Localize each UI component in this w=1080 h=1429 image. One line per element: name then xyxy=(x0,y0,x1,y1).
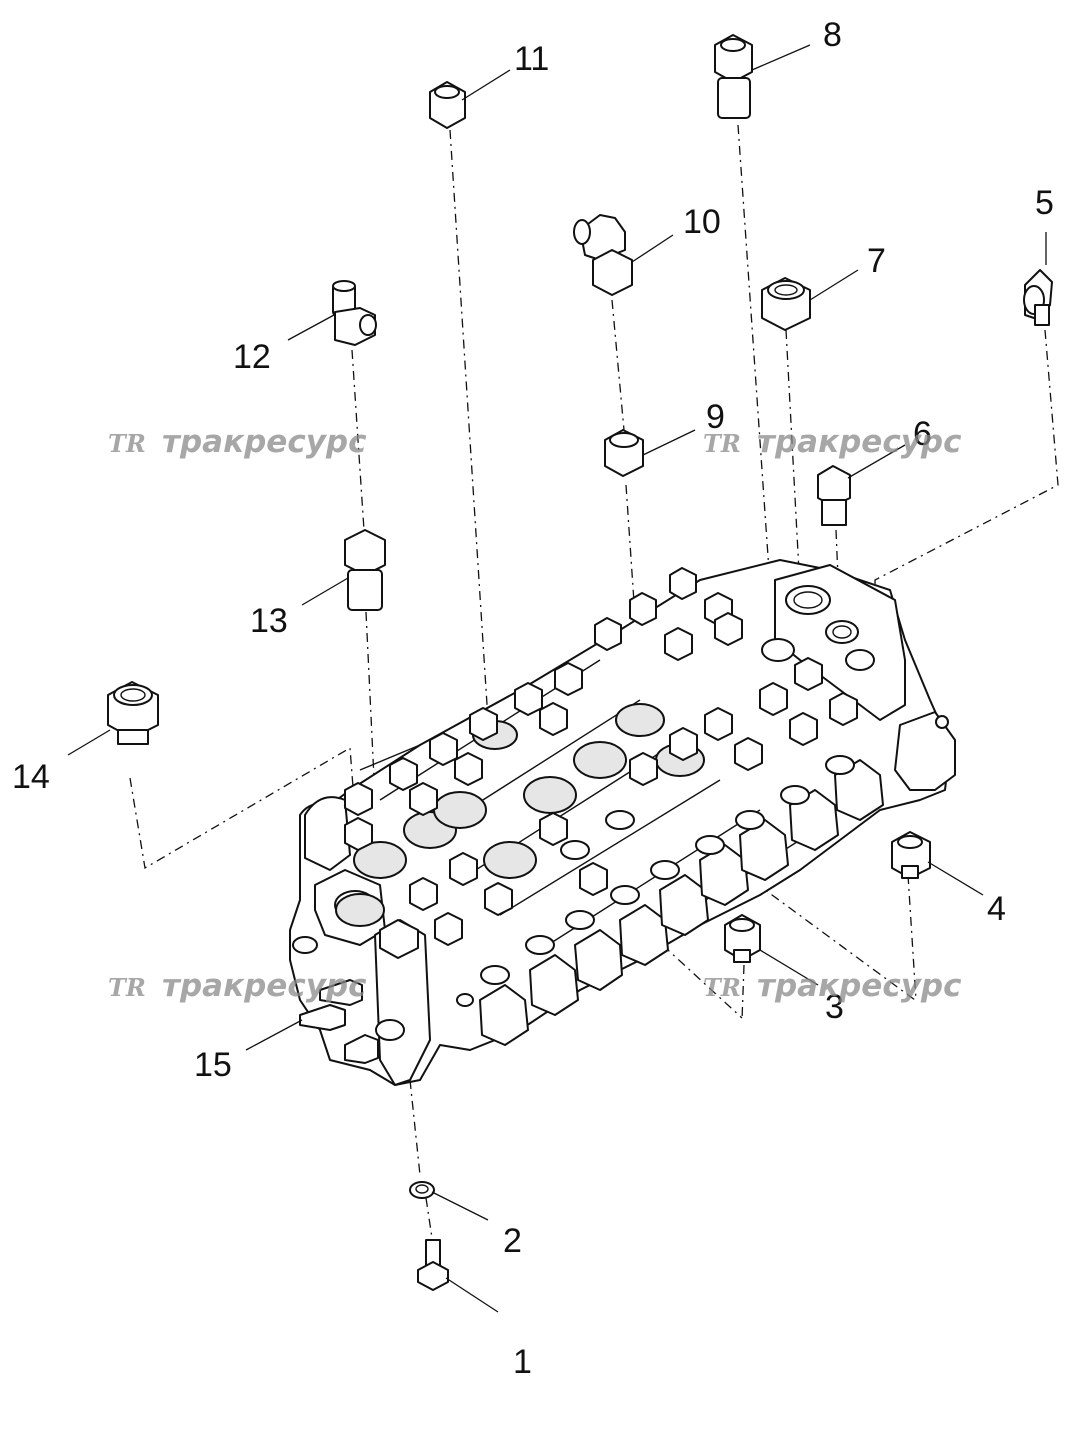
callout-2: 2 xyxy=(503,1222,522,1260)
callout-1: 1 xyxy=(513,1343,532,1381)
watermark-text: тракресурс xyxy=(757,424,962,460)
callout-9: 9 xyxy=(706,398,725,436)
watermark-bottom-left: TR тракресурс xyxy=(108,968,367,1004)
part-14-fitting xyxy=(107,681,159,745)
part-2-washer xyxy=(409,1181,435,1199)
part-3-fitting xyxy=(724,914,761,963)
part-8-sensor xyxy=(714,34,753,119)
callout-labels: 1 2 3 4 5 6 7 8 9 10 11 12 13 14 15 xyxy=(12,16,1054,1381)
part-12-tee-fitting xyxy=(332,280,377,346)
watermark-logo: TR xyxy=(703,429,741,458)
callout-15: 15 xyxy=(194,1046,232,1084)
callout-8: 8 xyxy=(823,16,842,54)
part-7-fitting xyxy=(761,277,811,331)
watermark-text: тракресурс xyxy=(162,424,367,460)
watermark-text: тракресурс xyxy=(757,968,962,1004)
part-11-fitting xyxy=(429,81,466,129)
callout-6: 6 xyxy=(913,415,932,453)
watermark-logo: TR xyxy=(108,429,146,458)
callout-4: 4 xyxy=(987,890,1006,928)
watermark-top-right: TR тракресурс xyxy=(703,424,962,460)
watermark-logo: TR xyxy=(108,973,146,1002)
callout-13: 13 xyxy=(250,602,288,640)
watermark-bottom-right: TR тракресурс xyxy=(703,968,962,1004)
callout-5: 5 xyxy=(1035,184,1054,222)
callout-11: 11 xyxy=(514,40,549,78)
callout-3: 3 xyxy=(825,988,844,1026)
callout-7: 7 xyxy=(867,242,886,280)
part-13-sensor xyxy=(344,529,386,611)
watermark-text: тракресурс xyxy=(162,968,367,1004)
watermark-top-left: TR тракресурс xyxy=(108,424,367,460)
callout-10: 10 xyxy=(683,203,721,241)
part-6-fitting xyxy=(817,465,851,526)
part-1-bolt xyxy=(417,1239,449,1291)
callout-14: 14 xyxy=(12,758,50,796)
callout-12: 12 xyxy=(233,338,271,376)
watermark-logo: TR xyxy=(703,973,741,1002)
leader-lines xyxy=(67,44,1047,1313)
part-4-fitting xyxy=(891,831,931,879)
part-9-fitting xyxy=(604,429,644,477)
block-fittings xyxy=(292,567,858,1086)
part-5-elbow-fitting xyxy=(1023,269,1053,326)
part-10-sensor xyxy=(573,214,633,296)
